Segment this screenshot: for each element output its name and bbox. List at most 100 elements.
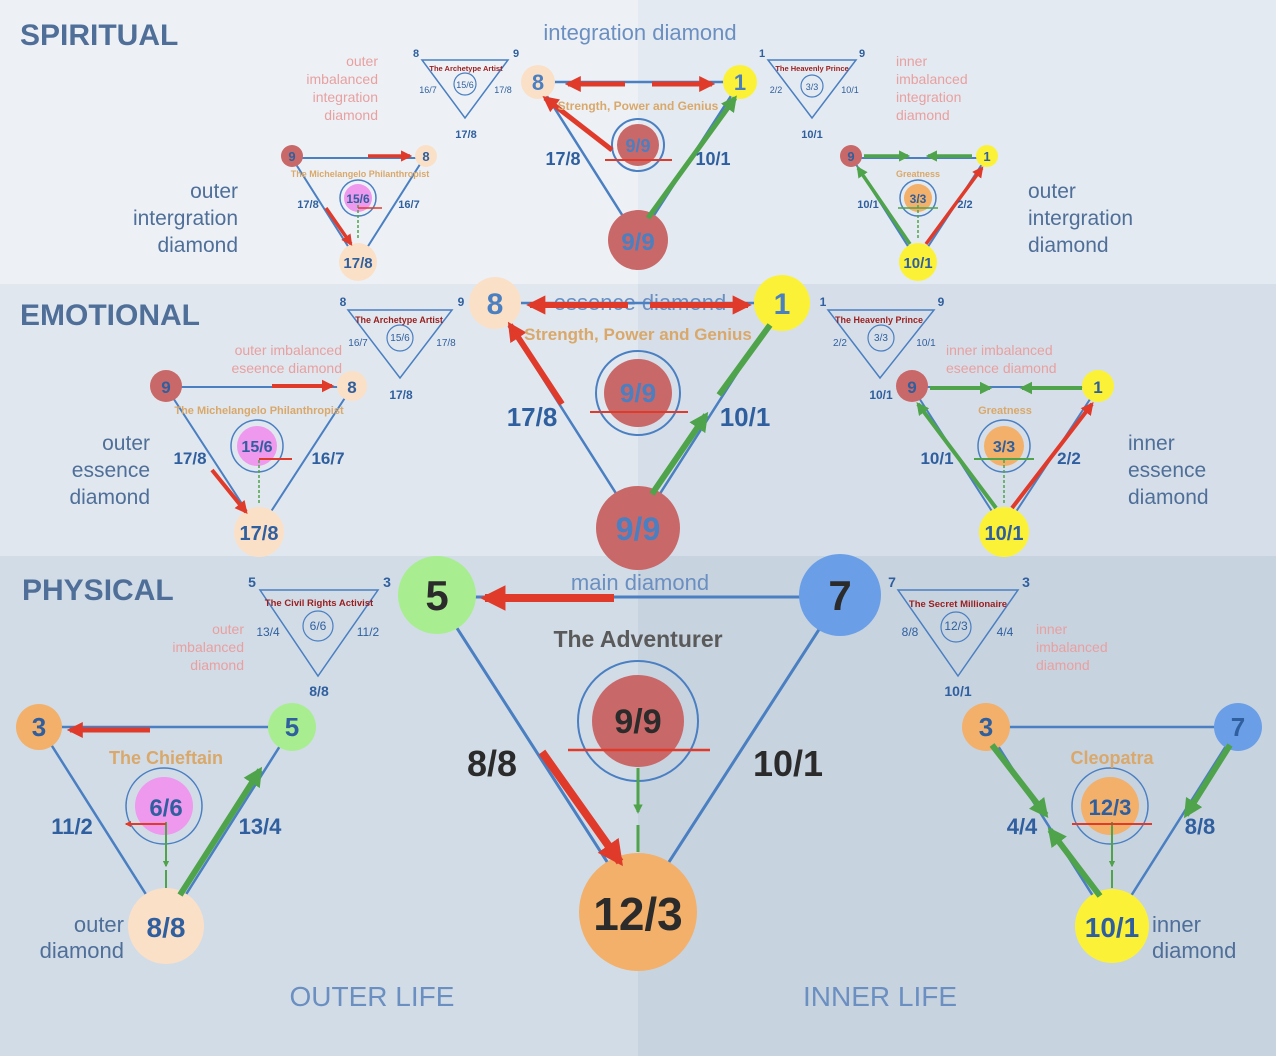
physical-title: main diamond [571, 570, 709, 595]
emotional-inner-imb-tl: 1 [820, 295, 827, 309]
physical-main-left-node: 5 [425, 572, 448, 619]
spiritual-main-center: 9/9 [625, 136, 650, 156]
physical-inner-imbalanced-diamond: 7 3 The Secret Millionaire 12/3 8/8 4/4 … [888, 574, 1030, 699]
physical-outer-left-node: 3 [32, 712, 46, 742]
emotional-outer-label: outer essence diamond [69, 432, 150, 509]
svg-text:inner: inner [1128, 432, 1175, 455]
physical-outer-diamond: 3 5 8/8 6/6 The Chieftain 11/2 13/4 [16, 703, 316, 964]
svg-text:diamond: diamond [40, 938, 124, 963]
emotional-main-left-node: 8 [487, 288, 504, 321]
spiritual-outer-label: outer intergration diamond [133, 180, 238, 257]
svg-text:outer imbalanced: outer imbalanced [235, 342, 342, 358]
spiritual-inner-imbalanced-label: inner imbalanced integration diamond [896, 53, 968, 123]
section-label-physical: PHYSICAL [22, 574, 174, 607]
physical-outer-imb-right-side: 11/2 [357, 625, 380, 639]
svg-text:inner: inner [1036, 621, 1067, 637]
physical-inner-imb-bottom: 10/1 [944, 683, 971, 699]
physical-outer-imb-center: 6/6 [310, 619, 327, 633]
emotional-outer-name: The Michelangelo Philanthropist [174, 405, 344, 417]
emotional-inner-center: 3/3 [993, 439, 1015, 456]
physical-inner-label: inner diamond [1152, 912, 1236, 963]
emotional-inner-bottom-node: 10/1 [985, 523, 1024, 545]
emotional-inner-imb-bottom: 10/1 [869, 388, 893, 402]
spiritual-outer-imb-center: 15/6 [456, 80, 474, 90]
emotional-inner-imb-name: The Heavenly Prince [835, 315, 923, 325]
emotional-outer-imb-center: 15/6 [390, 333, 410, 344]
emotional-outer-left-node: 9 [161, 378, 170, 397]
physical-main-left-side: 8/8 [467, 743, 517, 784]
svg-text:inner: inner [896, 53, 927, 69]
emotional-outer-right-side: 16/7 [311, 449, 344, 468]
physical-inner-right-side: 8/8 [1185, 814, 1216, 839]
spiritual-main-diamond: 8 1 9/9 9/9 Strength, Power and Genius 1… [521, 65, 757, 270]
spiritual-inner-imb-left-side: 2/2 [770, 85, 783, 95]
spiritual-outer-bottom-node: 17/8 [343, 255, 372, 272]
spiritual-inner-right-side: 2/2 [957, 199, 972, 211]
spiritual-outer-imb-bottom: 17/8 [455, 129, 476, 141]
physical-main-right-side: 10/1 [753, 743, 823, 784]
svg-text:inner imbalanced: inner imbalanced [946, 342, 1053, 358]
svg-text:outer: outer [74, 912, 124, 937]
physical-outer-right-node: 5 [285, 712, 299, 742]
emotional-main-diamond: 8 1 9/9 9/9 Strength, Power and Genius 1… [469, 275, 810, 570]
svg-text:intergration: intergration [133, 207, 238, 230]
svg-text:imbalanced: imbalanced [896, 71, 968, 87]
spiritual-main-right-node: 1 [734, 70, 746, 95]
spiritual-outer-imb-left-side: 16/7 [419, 85, 437, 95]
svg-text:eseence diamond: eseence diamond [231, 360, 342, 376]
spiritual-inner-right-node: 1 [983, 149, 990, 164]
svg-text:outer: outer [102, 432, 150, 455]
physical-inner-bottom-node: 10/1 [1085, 912, 1140, 943]
physical-inner-imb-center: 12/3 [944, 619, 968, 633]
physical-main-bottom-node: 12/3 [593, 888, 683, 940]
spiritual-outer-imbalanced-label: outer imbalanced integration diamond [306, 53, 378, 123]
physical-inner-center: 12/3 [1089, 795, 1132, 820]
emotional-outer-imb-left-side: 16/7 [348, 338, 368, 349]
physical-outer-imb-left-side: 13/4 [256, 625, 280, 639]
emotional-outer-imb-name: The Archetype Artist [355, 315, 443, 325]
physical-inner-left-node: 3 [979, 712, 993, 742]
spiritual-main-left-node: 8 [532, 70, 544, 95]
emotional-inner-imb-left-side: 2/2 [833, 338, 847, 349]
svg-text:diamond: diamond [1036, 657, 1090, 673]
physical-inner-name: Cleopatra [1070, 748, 1154, 768]
inner-life-label: INNER LIFE [803, 981, 957, 1012]
spiritual-inner-imb-bottom: 10/1 [801, 129, 822, 141]
emotional-inner-left-node: 9 [907, 378, 916, 397]
physical-outer-imbalanced-label: outer imbalanced diamond [172, 621, 244, 673]
physical-main-right-node: 7 [828, 572, 851, 619]
physical-inner-imb-left-side: 8/8 [902, 625, 919, 639]
emotional-inner-imbalanced-label: inner imbalanced eseence diamond [946, 342, 1057, 376]
svg-text:outer: outer [1028, 180, 1076, 203]
emotional-outer-bottom-node: 17/8 [240, 523, 279, 545]
spiritual-main-bottom-node: 9/9 [621, 229, 654, 256]
emotional-main-left-side: 17/8 [507, 402, 558, 432]
spiritual-outer-center: 15/6 [346, 192, 370, 206]
section-label-emotional: EMOTIONAL [20, 299, 200, 332]
svg-text:integration: integration [896, 89, 961, 105]
spiritual-inner-label: outer intergration diamond [1028, 180, 1133, 257]
emotional-inner-left-side: 10/1 [920, 449, 953, 468]
svg-text:imbalanced: imbalanced [306, 71, 378, 87]
outer-life-label: OUTER LIFE [290, 981, 455, 1012]
svg-text:outer: outer [190, 180, 238, 203]
spiritual-outer-left-side: 17/8 [297, 199, 318, 211]
svg-text:diamond: diamond [1128, 486, 1209, 509]
physical-outer-imb-tr: 3 [383, 574, 391, 590]
emotional-outer-imbalanced-label: outer imbalanced eseence diamond [231, 342, 342, 376]
physical-outer-imb-tl: 5 [248, 574, 256, 590]
physical-outer-label: outer diamond [40, 912, 124, 963]
emotional-outer-imb-bottom: 17/8 [389, 388, 413, 402]
spiritual-inner-imb-tl: 1 [759, 48, 765, 60]
emotional-outer-center: 15/6 [241, 439, 272, 456]
svg-text:intergration: intergration [1028, 207, 1133, 230]
spiritual-outer-right-node: 8 [422, 149, 429, 164]
svg-text:diamond: diamond [157, 234, 238, 257]
spiritual-inner-imb-center: 3/3 [806, 82, 819, 92]
svg-text:eseence diamond: eseence diamond [946, 360, 1057, 376]
spiritual-main-center-circle [617, 124, 659, 166]
svg-text:diamond: diamond [69, 486, 150, 509]
spiritual-outer-name: The Michelangelo Philanthropist [291, 169, 430, 179]
